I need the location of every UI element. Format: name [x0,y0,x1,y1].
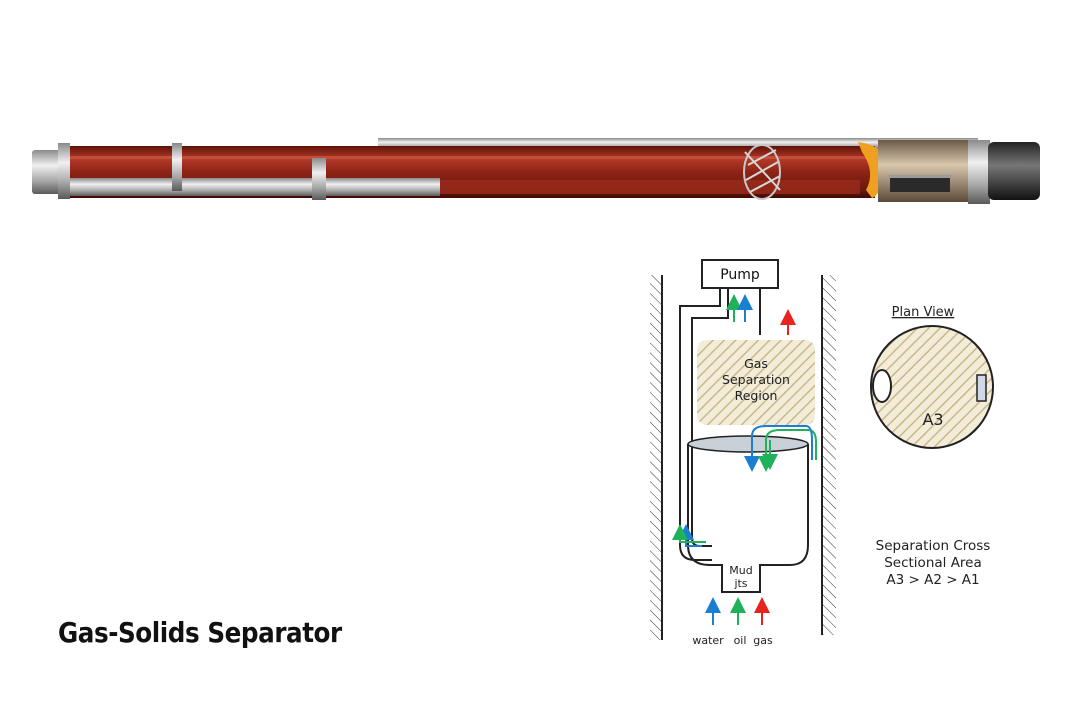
gas-label: gas [753,634,773,647]
mud-label-line-1: Mud [729,564,752,577]
cross-section-line-2: Sectional Area [884,555,982,571]
water-label: water [692,634,724,647]
cross-section-line-1: Separation Cross [876,538,991,554]
downhole-tool-render [32,138,1040,204]
separator-top-disc [687,435,809,453]
oil-label: oil [734,634,747,647]
pump-label: Pump [720,267,760,283]
region-label-line-3: Region [735,388,778,403]
cross-section-line-3: A3 > A2 > A1 [886,572,979,588]
page-title: Gas-Solids Separator [58,616,342,649]
plan-view-tube [872,369,892,403]
plan-view-circle [870,325,994,449]
gas-separation-region [697,340,815,425]
region-label-line-2: Separation [722,372,790,387]
separator-schematic: Pump Gas Separation Region Mud jts [650,259,994,647]
left-casing-wall [650,275,663,640]
separator-body [687,444,809,593]
plan-view-port [976,374,987,402]
helix-insert [743,144,781,200]
mud-label-line-2: jts [733,577,747,590]
area-label: A3 [922,410,943,429]
plan-view-title: Plan View [892,305,955,320]
right-casing-wall [821,275,836,635]
region-label-line-1: Gas [744,356,768,371]
pump-box [701,259,779,289]
